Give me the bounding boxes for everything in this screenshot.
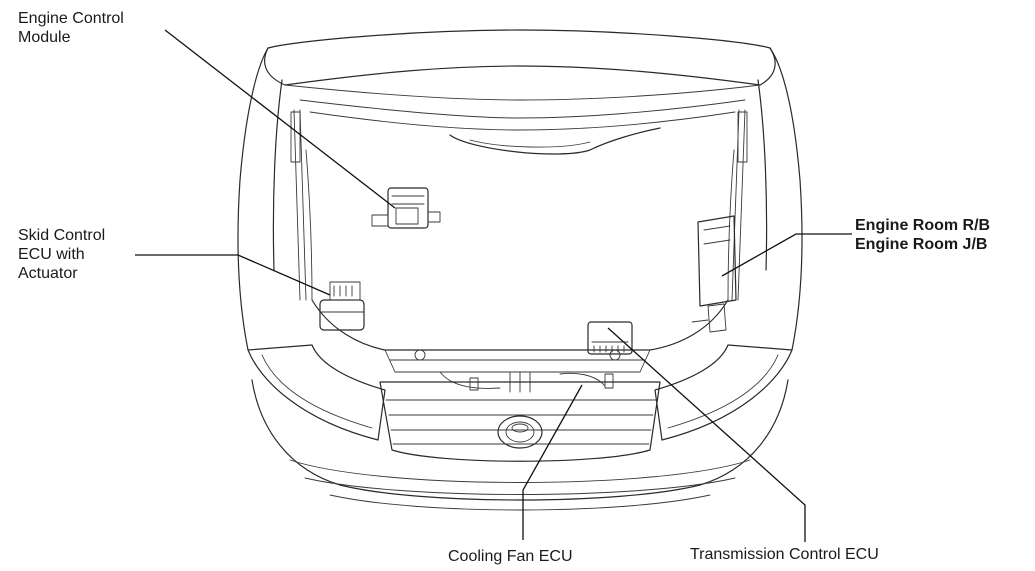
label-skid-line1: Skid Control [18,227,106,244]
label-skid-control-ecu: Skid Control ECU with Actuator [18,226,105,283]
label-ecm-line1: Engine Control [18,10,124,27]
body-outline [237,47,803,351]
label-ecm-line2: Module [18,29,71,46]
label-skid-line2: ECU with [18,246,85,263]
label-rb-line1: Engine Room R/B [855,217,991,234]
hood-struts [290,109,748,301]
label-engine-room-boxes: Engine Room R/B Engine Room J/B [855,216,990,254]
leader-transmission [607,327,806,542]
engine-room-relay-box-shape [691,215,737,333]
engine-control-module-shape [371,187,441,229]
label-transmission-control-ecu: Transmission Control ECU [690,546,879,563]
leader-cooling-fan [522,384,583,540]
headlights [247,344,793,441]
front-bumper [251,379,789,511]
transmission-ecu-shape [587,321,633,355]
grille [379,381,661,462]
leader-lines [135,29,852,542]
label-rb-line2: Engine Room J/B [855,236,988,253]
label-cooling-fan-ecu: Cooling Fan ECU [448,548,573,565]
hood [264,29,776,155]
label-engine-control-module: Engine Control Module [18,9,124,47]
engine-bay [311,299,729,393]
skid-control-ecu-shape [319,281,365,331]
leader-skid [135,254,331,296]
leader-ecm [164,29,396,209]
label-skid-line3: Actuator [18,265,78,282]
leader-relay-box [721,233,852,277]
